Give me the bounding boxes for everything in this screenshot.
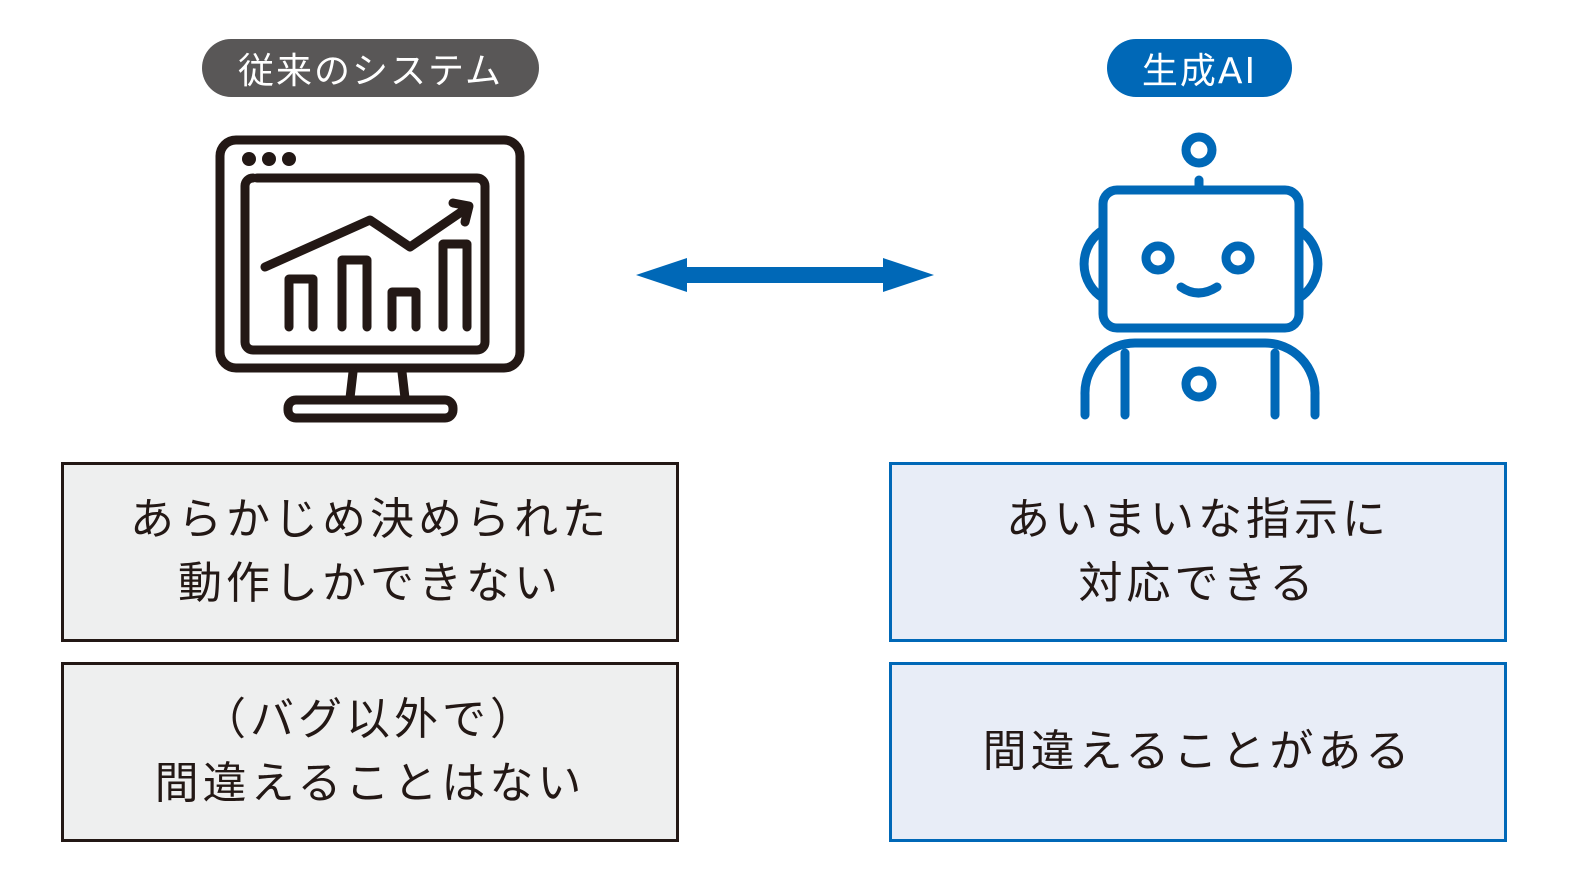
trait-line: あらかじめ決められた [130, 494, 610, 545]
traditional-trait-box-2: （バグ以外で） 間違えることはない [61, 662, 679, 842]
trait-line: あいまいな指示に [1006, 494, 1390, 545]
double-arrow-icon [636, 258, 934, 292]
trait-line: （バグ以外で） [202, 694, 538, 745]
generative-ai-label-text: 生成AI [1141, 51, 1258, 92]
trait-line: 動作しかできない [178, 558, 562, 609]
generative-ai-trait-box-2: 間違えることがある [889, 662, 1507, 842]
trait-line: 間違えることがある [982, 726, 1414, 777]
monitor-chart-icon [215, 135, 525, 423]
trait-line: 対応できる [1078, 558, 1318, 609]
generative-ai-label: 生成AI [1107, 39, 1292, 97]
traditional-trait-box-1: あらかじめ決められた 動作しかできない [61, 462, 679, 642]
trait-line: 間違えることはない [154, 758, 586, 809]
generative-ai-trait-box-1: あいまいな指示に 対応できる [889, 462, 1507, 642]
traditional-system-label-text: 従来のシステム [238, 51, 503, 92]
traditional-system-label: 従来のシステム [202, 39, 539, 97]
robot-icon [1079, 132, 1323, 420]
